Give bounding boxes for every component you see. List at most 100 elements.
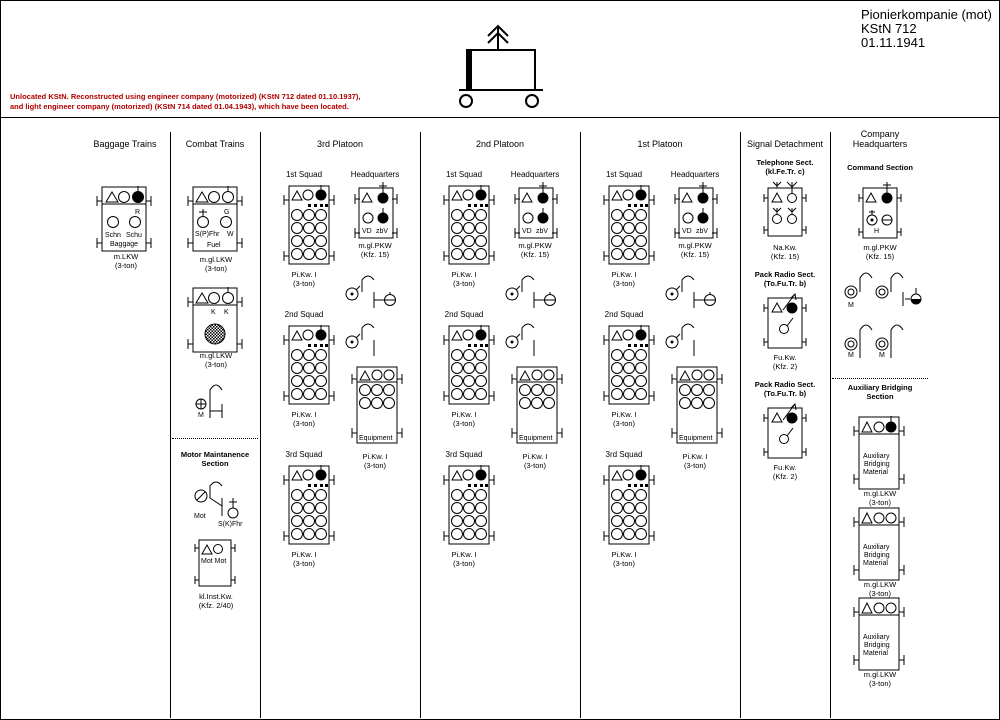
equipment-truck: Equipment	[671, 366, 723, 444]
radio-vehicle-2	[763, 402, 807, 459]
squad-3-class: (3-ton)	[452, 559, 476, 568]
aux-label-3: Material	[863, 650, 888, 657]
aux-label-1: Auxiliary	[863, 634, 890, 641]
motor-maint-title-2: Section	[201, 459, 229, 468]
equipment-label: Equipment	[359, 435, 393, 442]
nakw-type: Na.Kw.	[773, 243, 797, 252]
aux-truck-class: (3-ton)	[868, 679, 892, 688]
squad-3-class: (3-ton)	[292, 559, 316, 568]
squad-3-title: 3rd Squad	[605, 450, 643, 459]
col-title-2nd-platoon: 2nd Platoon	[475, 139, 525, 149]
squad-3-type: Pi.Kw. I	[451, 550, 477, 559]
pack-radio-sub-1: (To.Fu.Tr. b)	[763, 279, 807, 288]
squad-1-class: (3-ton)	[612, 279, 636, 288]
hq-motorcycles	[844, 272, 922, 358]
platoon-hq-car: VD zbV	[674, 182, 718, 239]
equipment-label: Equipment	[519, 435, 553, 442]
squad-3-type: Pi.Kw. I	[611, 550, 637, 559]
hq-m-label-2: M	[848, 352, 854, 359]
r-label: R	[135, 209, 140, 216]
tel-sect-title: Telephone Sect.	[756, 158, 814, 167]
equipment-truck-type: Pi.Kw. I	[362, 452, 388, 461]
vd-label: VD	[522, 228, 532, 235]
workshop-type: kl.Inst.Kw.	[199, 592, 233, 601]
motor-maint-title-1: Motor Maintanence	[180, 450, 250, 459]
equipment-truck-type: Pi.Kw. I	[682, 452, 708, 461]
header-divider	[0, 117, 1000, 118]
g-label: G	[224, 209, 229, 216]
platoon-motorcycle-sidecar	[665, 275, 716, 308]
platoon-hq-type: m.gl.PKW	[678, 241, 712, 250]
fukw-1-class: (Kfz. 2)	[772, 362, 798, 371]
squad-2-title: 2nd Squad	[444, 310, 484, 319]
pack-radio-title-1: Pack Radio Sect.	[754, 270, 816, 279]
note-line-2: and light engineer company (motorized) (…	[10, 102, 349, 111]
squad-1-title: 1st Squad	[285, 170, 323, 179]
platoon-hq-type: m.gl.PKW	[358, 241, 392, 250]
col-title-3rd-platoon: 3rd Platoon	[316, 139, 364, 149]
baggage-vehicle-class: (3-ton)	[114, 261, 138, 270]
platoon-motorcycle-sidecar	[345, 275, 396, 308]
nakw-class: (Kfz. 15)	[770, 252, 800, 261]
command-car-type: m.gl.PKW	[863, 243, 897, 252]
squad-1-truck	[443, 185, 495, 265]
h-label: H	[874, 228, 879, 235]
workshop-class: (Kfz. 2/40)	[198, 601, 234, 610]
aux-bridging-title-1: Auxiliary Bridging	[847, 383, 913, 392]
aux-truck-class: (3-ton)	[868, 589, 892, 598]
title-block: Pionierkompanie (mot) KStN 712 01.11.194…	[861, 8, 992, 50]
unit-name: Pionierkompanie (mot)	[861, 7, 992, 22]
k-label-2: K	[224, 309, 229, 316]
squad-3-truck	[283, 465, 335, 545]
vd-label: VD	[682, 228, 692, 235]
motorcycle-symbol	[195, 384, 223, 418]
baggage-vehicle-type: m.LKW	[113, 252, 139, 261]
squad-2-truck	[603, 325, 655, 405]
zbv-label: zbV	[536, 228, 548, 235]
squad-1-type: Pi.Kw. I	[291, 270, 317, 279]
equipment-truck-type: Pi.Kw. I	[522, 452, 548, 461]
platoon-motorcycle-sidecar	[505, 275, 556, 308]
squad-2-class: (3-ton)	[452, 419, 476, 428]
kitchen-vehicle-type: m.gl.LKW	[199, 351, 233, 360]
tel-sect-sub: (kl.Fe.Tr. c)	[765, 167, 805, 176]
hq-m-label-1: M	[848, 302, 854, 309]
baggage-truck: R Schn Schu Baggage	[96, 186, 152, 252]
squad-1-class: (3-ton)	[452, 279, 476, 288]
section-divider	[172, 438, 258, 439]
equipment-truck: Equipment	[511, 366, 563, 444]
kstn-number: KStN 712	[861, 21, 917, 36]
equipment-truck-class: (3-ton)	[523, 461, 547, 470]
pack-radio-title-2: Pack Radio Sect.	[754, 380, 816, 389]
squad-2-title: 2nd Squad	[284, 310, 324, 319]
zbv-label: zbV	[696, 228, 708, 235]
command-car-class: (Kfz. 15)	[865, 252, 895, 261]
squad-2-type: Pi.Kw. I	[451, 410, 477, 419]
platoon-motorcycle	[665, 323, 695, 356]
squad-1-truck	[283, 185, 335, 265]
telephone-vehicle	[763, 181, 807, 237]
aux-label-2: Bridging	[864, 642, 890, 649]
squad-2-type: Pi.Kw. I	[291, 410, 317, 419]
platoon-hq-class: (Kfz. 15)	[680, 250, 710, 259]
aux-label-2: Bridging	[864, 552, 890, 559]
col-title-baggage: Baggage Trains	[93, 139, 157, 149]
platoon-hq-type: m.gl.PKW	[518, 241, 552, 250]
hq-title: Headquarters	[510, 170, 560, 179]
squad-1-truck	[603, 185, 655, 265]
command-section-title: Command Section	[847, 163, 913, 172]
equipment-label: Equipment	[679, 435, 713, 442]
hq-title: Headquarters	[670, 170, 720, 179]
aux-label-3: Material	[863, 560, 888, 567]
kitchen-truck: K K	[187, 287, 243, 353]
fukw-2-class: (Kfz. 2)	[772, 472, 798, 481]
vd-label: VD	[362, 228, 372, 235]
schn-label: Schn	[105, 232, 121, 239]
fuel-label: Fuel	[207, 242, 221, 249]
pack-radio-sub-2: (To.Fu.Tr. b)	[763, 389, 807, 398]
hq-m-label-3: M	[879, 352, 885, 359]
